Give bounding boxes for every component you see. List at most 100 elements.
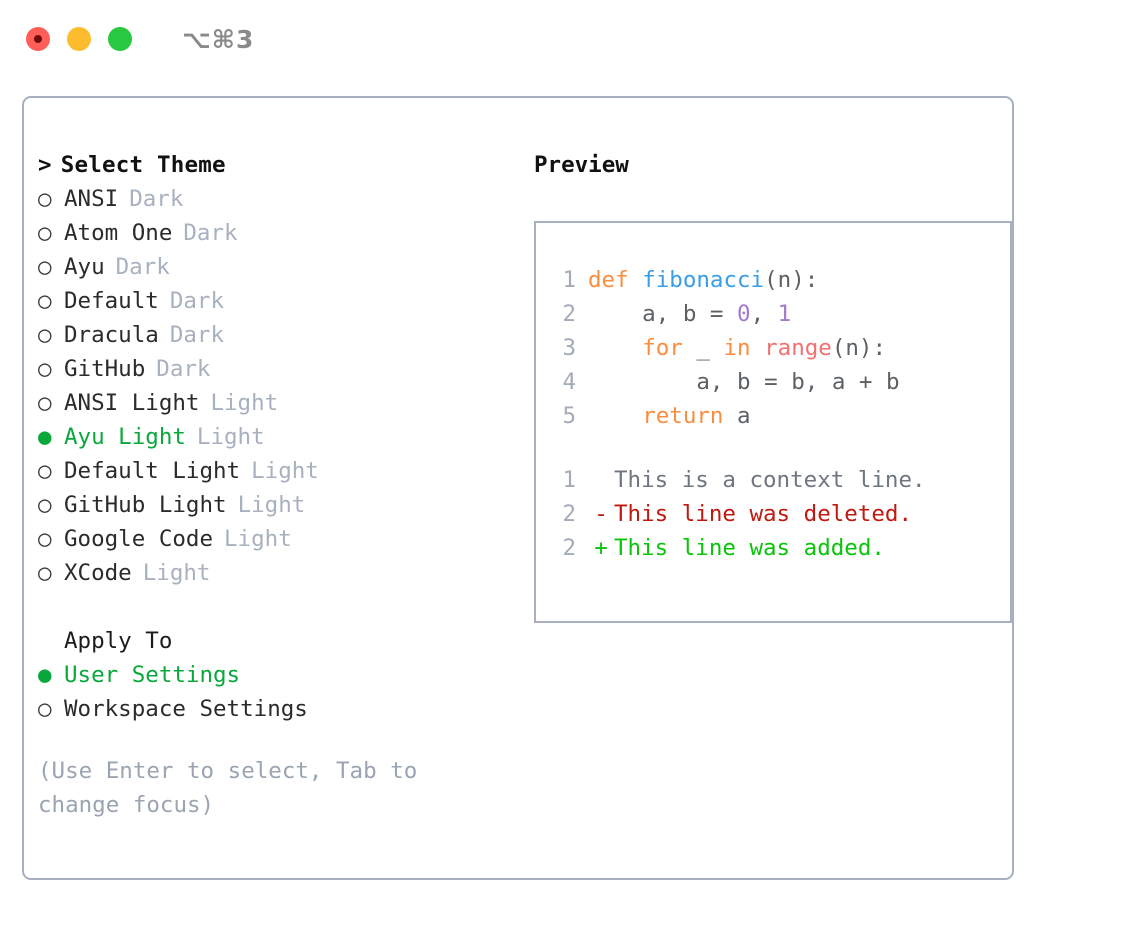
code-token: for [642,335,683,361]
theme-option-label: Default Light [64,458,241,484]
theme-option-label: Ayu [64,254,105,280]
theme-option-label: GitHub Light [64,492,227,518]
select-theme-header-label: Select Theme [60,152,226,178]
zoom-button[interactable] [108,27,132,51]
line-number: 2 [562,535,576,561]
code-token: a, b = [588,301,738,327]
apply-to-option-user-settings[interactable]: ●User Settings [38,658,508,692]
radio-unselected-icon: ○ [38,322,52,348]
code-line: 2 a, b = 0, 1 [536,297,1010,331]
theme-option-atom-one[interactable]: ○ Atom One Dark [38,216,508,250]
select-theme-header: >Select Theme [38,148,508,182]
apply-to-option-workspace-settings[interactable]: ○ Workspace Settings [38,692,508,726]
theme-option-label: Default [64,288,159,314]
theme-option-label: Dracula [64,322,159,348]
line-number: 1 [562,267,576,293]
theme-option-kind: Dark [183,220,238,246]
theme-option-kind: Light [237,492,306,518]
code-token: a [723,403,751,429]
theme-option-ayu[interactable]: ○ Ayu Dark [38,250,508,284]
theme-option-kind: Light [251,458,319,484]
theme-option-xcode[interactable]: ○ XCode Light [38,556,508,590]
code-token: _ [682,335,724,361]
theme-option-kind: Light [210,390,279,416]
code-line: 4 a, b = b, a + b [536,365,1010,399]
code-token: a, b = b, a + b [588,369,900,395]
code-text: a, b = 0, 1 [588,297,791,331]
theme-option-kind: Light [142,560,211,586]
code-line: 3 for _ in range(n): [536,331,1010,365]
theme-option-label: XCode [64,560,132,586]
radio-selected-icon: ● [38,662,52,688]
radio-selected-icon: ● [38,424,52,450]
diff-line: 2+This line was added. [536,531,1010,565]
line-number: 2 [562,501,576,527]
radio-unselected-icon: ○ [38,696,52,722]
theme-option-default[interactable]: ○ Default Dark [38,284,508,318]
diff-sample: 1 This is a context line. 2-This line was… [536,463,1010,565]
code-token: fibonacci [642,267,765,293]
line-number: 2 [562,301,576,327]
radio-unselected-icon: ○ [38,356,52,382]
theme-option-label: Google Code [64,526,214,552]
spacer [536,433,1010,463]
radio-unselected-icon: ○ [38,458,52,484]
diff-marker: - [594,501,608,527]
close-button[interactable] [26,27,50,51]
code-token: 1 [777,301,792,327]
theme-option-github-light[interactable]: ○ GitHub Light Light [38,488,508,522]
theme-option-label: Ayu Light [64,424,186,450]
theme-option-kind: Dark [169,322,225,348]
preview-title: Preview [534,152,629,178]
theme-option-dracula[interactable]: ○ Dracula Dark [38,318,508,352]
theme-option-default-light[interactable]: ○ Default Light Light [38,454,508,488]
code-token [751,335,765,361]
radio-unselected-icon: ○ [38,560,52,586]
code-token [588,335,642,361]
theme-option-label: Atom One [64,220,173,246]
code-token: range [764,335,832,361]
theme-option-kind: Light [196,424,265,450]
line-number: 5 [562,403,576,429]
radio-unselected-icon: ○ [38,526,52,552]
theme-option-kind: Dark [129,186,184,212]
code-text: a, b = b, a + b [588,365,900,399]
diff-text: This is a context line. [614,467,926,493]
radio-unselected-icon: ○ [38,254,52,280]
theme-option-kind: Dark [115,254,170,280]
diff-text: This line was deleted. [614,501,913,527]
code-line: 5 return a [536,399,1010,433]
code-text: for _ in range(n): [588,331,886,365]
spacer [38,590,508,624]
line-number: 3 [562,335,576,361]
traffic-light-group [26,27,132,51]
diff-marker [588,463,614,497]
theme-option-kind: Dark [156,356,211,382]
code-token: def [588,267,629,293]
radio-unselected-icon: ○ [38,220,52,246]
theme-option-ayu-light[interactable]: ● Ayu Light Light [38,420,508,454]
apply-to-option-label: Workspace Settings [64,696,308,722]
title-bar: ⌥⌘3 [0,0,1140,78]
theme-option-label: ANSI [64,186,119,212]
diff-line: 1 This is a context line. [536,463,1010,497]
theme-option-kind: Dark [169,288,225,314]
line-number: 1 [562,467,576,493]
radio-unselected-icon: ○ [38,492,52,518]
radio-unselected-icon: ○ [38,390,52,416]
line-number: 4 [562,369,576,395]
diff-marker: + [594,535,608,561]
minimize-button[interactable] [67,27,91,51]
keyboard-shortcut-label: ⌥⌘3 [182,24,255,54]
radio-unselected-icon: ○ [38,288,52,314]
